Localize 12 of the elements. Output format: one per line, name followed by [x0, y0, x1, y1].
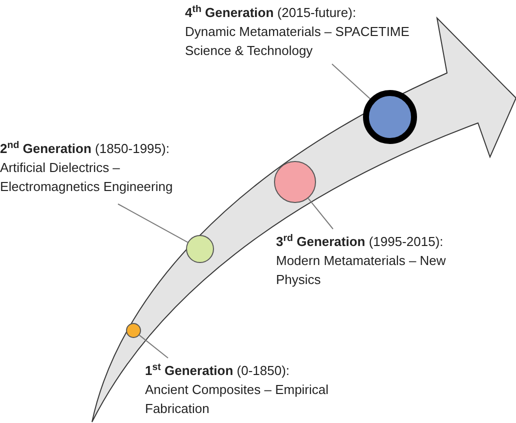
- generation-heading: 3$^{rd}$ Generation (1995-2015):: [276, 232, 444, 251]
- generation-description: Ancient Composites – Empirical Fabrication: [145, 381, 330, 418]
- leader-line: [308, 198, 334, 230]
- generation-heading: 4$^{th}$ Generation (2015-future):: [185, 3, 356, 22]
- generation-description: Modern Metamaterials – New Physics: [276, 252, 447, 289]
- generation-heading: 2$^{nd}$ Generation (1850-1995):: [0, 139, 170, 158]
- generation-description: Artificial Dielectrics – Electromagnetics Engineering: [0, 159, 174, 196]
- leader-line: [118, 204, 188, 243]
- generation-description: Dynamic Metamaterials – SPACETIME Science & Technology: [185, 23, 410, 60]
- leader-line: [138, 334, 168, 358]
- generation-heading: 1$^{st}$ Generation (0-1850):: [145, 361, 290, 380]
- leader-line: [332, 64, 371, 100]
